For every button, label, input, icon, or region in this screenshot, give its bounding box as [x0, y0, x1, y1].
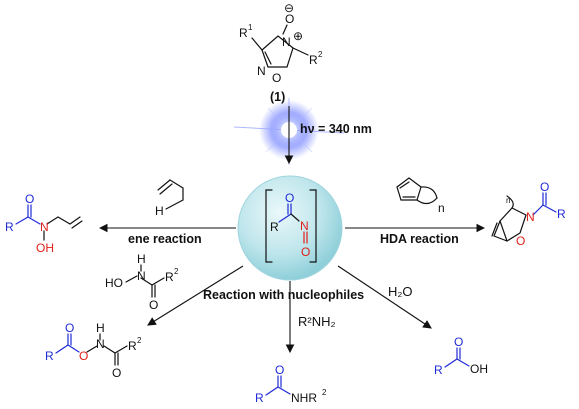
amine-reagent: R²NH₂: [298, 314, 336, 329]
acyloxy-bridge-o: O: [79, 349, 88, 363]
hda-product-o-ring: O: [516, 234, 525, 248]
acylnitroso-intermediate: R O N O: [237, 175, 343, 281]
alkene-reagent: H: [155, 179, 184, 218]
acyloxy-n: N: [96, 337, 105, 351]
hda-bridge-n: n: [506, 196, 510, 205]
acid-r: R: [434, 363, 443, 377]
allylic-h: H: [155, 204, 164, 218]
ene-reaction-label: ene reaction: [128, 232, 202, 246]
r1-label: R: [239, 26, 248, 40]
water-arrow: [337, 265, 432, 329]
water-reagent: H₂O: [388, 284, 413, 299]
o-minus-label: O: [285, 12, 294, 26]
ene-product-o: O: [25, 192, 34, 206]
acyloxy-carbonyl-o: O: [65, 321, 74, 335]
acyloxy-r: R: [45, 349, 54, 363]
r1-sup: 1: [248, 23, 253, 32]
n-oxide-label: N: [282, 35, 291, 49]
acyloxy-product: R O O N H O R 2: [45, 321, 142, 380]
ene-product: R O N OH: [5, 192, 83, 255]
plus-sign: ⊕: [293, 29, 303, 43]
acid-o: O: [454, 335, 463, 349]
acyloxy-h: H: [96, 321, 105, 335]
ring-size-n: n: [438, 201, 445, 215]
hda-product-o: O: [540, 180, 549, 194]
ring-o-label: O: [272, 71, 281, 85]
minus-sign: ⊖: [284, 1, 294, 15]
hydroxamic-h: H: [137, 252, 146, 266]
hydroxamic-r: R: [165, 270, 174, 284]
acyloxy-amide-o: O: [112, 366, 121, 380]
amide-r: R: [255, 391, 264, 405]
hydroxamic-acid-reagent: HO N H O R 2: [105, 252, 179, 312]
intermediate-r: R: [270, 220, 279, 234]
hda-product-n: N: [526, 210, 535, 224]
amide-nhr: NHR: [291, 391, 317, 405]
amide-sup: 2: [322, 388, 327, 397]
r2-sup: 2: [318, 50, 323, 59]
r2-label: R: [309, 53, 318, 67]
intermediate-carbonyl-o: O: [285, 191, 294, 205]
hda-reaction-label: HDA reaction: [380, 232, 459, 246]
intermediate-n: N: [300, 219, 309, 233]
hydroxamic-o: O: [149, 298, 158, 312]
acid-oh: OH: [470, 362, 488, 376]
hydroxamic-r-sup: 2: [174, 267, 179, 276]
compound-number: (1): [270, 90, 285, 104]
amide-product: R O NHR 2: [255, 363, 327, 405]
hda-product: N O O R n: [491, 180, 566, 248]
acid-product: R O OH: [434, 335, 488, 377]
acyloxy-r2: R: [128, 339, 137, 353]
ene-product-n: N: [40, 220, 49, 234]
cyclodiene-reagent: n: [396, 177, 445, 215]
intermediate-nitroso-o: O: [301, 245, 310, 259]
ene-product-oh: OH: [36, 241, 54, 255]
hydroxamic-n: N: [137, 269, 146, 283]
acyloxy-r2-sup: 2: [137, 336, 142, 345]
hda-product-r: R: [557, 207, 566, 221]
hydroxamic-ho: HO: [105, 276, 123, 290]
precursor-oxadiazole: R 1 N ⊕ O ⊖ N O R 2 (1): [239, 1, 323, 104]
nucleophiles-label: Reaction with nucleophiles: [203, 288, 364, 302]
irradiation-label: hν = 340 nm: [300, 122, 372, 136]
hydroxamic-arrow: [147, 265, 244, 326]
ring-n-label: N: [257, 64, 266, 78]
amide-o: O: [275, 363, 284, 377]
ene-product-r: R: [5, 220, 14, 234]
